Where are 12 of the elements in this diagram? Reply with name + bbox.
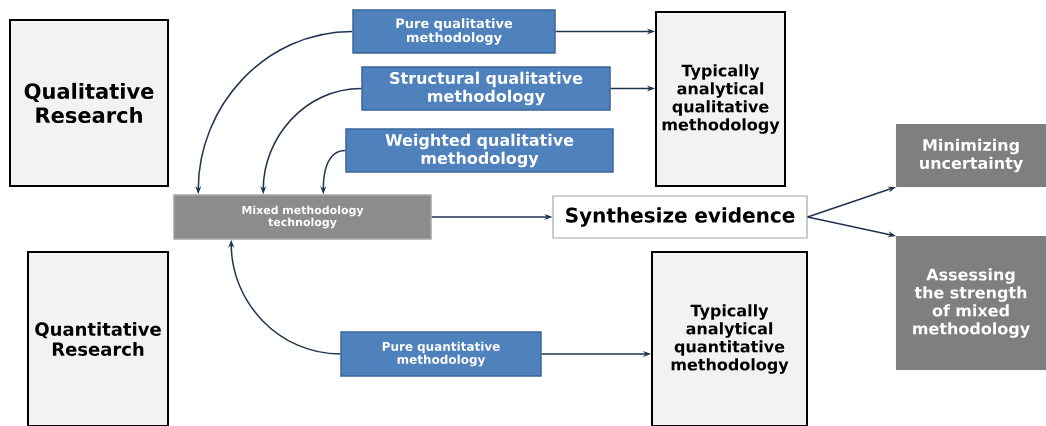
research-box: Quantitative Research: [27, 251, 169, 426]
result-box: Typically analytical qualitative methodology: [655, 11, 786, 187]
process-box: Synthesize evidence: [552, 195, 808, 239]
research-box: Qualitative Research: [9, 19, 169, 187]
method-box: Weighted qualitative methodology: [345, 128, 614, 173]
method-box: Pure qualitative methodology: [352, 9, 556, 54]
method-box: Structural qualitative methodology: [361, 66, 611, 111]
method-box: Pure quantitative methodology: [340, 331, 542, 377]
result-box: Typically analytical quantitative methodology: [651, 251, 808, 426]
process-box: Mixed methodology technology: [173, 194, 432, 240]
outcome-box: Minimizing uncertainty: [895, 123, 1046, 188]
outcome-box: Assessing the strength of mixed methodology: [895, 235, 1046, 371]
